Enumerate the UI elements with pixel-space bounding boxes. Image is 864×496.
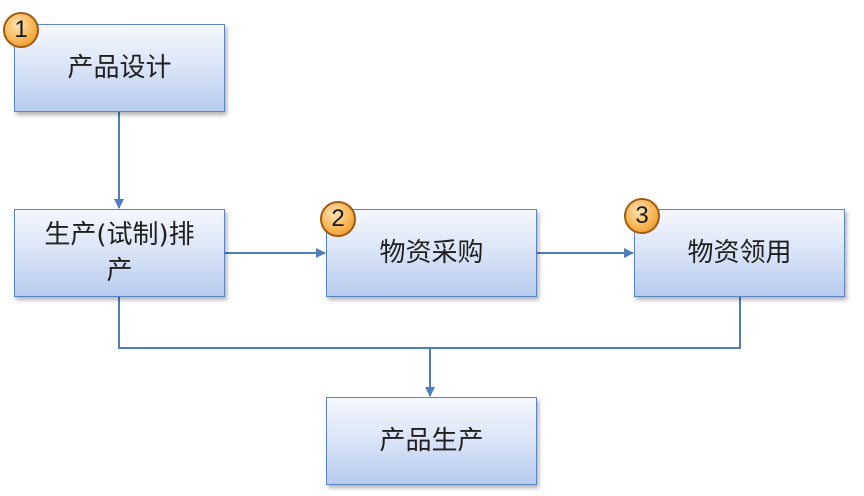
node-production-schedule-label: 生产(试制)排产 bbox=[44, 220, 195, 286]
step-badge-3-number: 3 bbox=[635, 202, 649, 229]
node-material-requisition: 物资领用 bbox=[634, 209, 845, 297]
node-production-schedule: 生产(试制)排产 bbox=[14, 209, 225, 297]
node-material-requisition-label: 物资领用 bbox=[687, 238, 792, 268]
step-badge-1: 1 bbox=[3, 12, 39, 48]
node-product-design-label: 产品设计 bbox=[67, 53, 172, 83]
step-badge-2: 2 bbox=[320, 201, 356, 237]
node-product-production: 产品生产 bbox=[326, 397, 537, 485]
edge-schedule-to-merge bbox=[118, 297, 430, 349]
step-badge-2-number: 2 bbox=[331, 205, 345, 232]
node-product-production-label: 产品生产 bbox=[379, 426, 484, 456]
edge-requisition-to-merge bbox=[430, 297, 741, 349]
node-material-purchase-label: 物资采购 bbox=[379, 238, 484, 268]
node-product-design: 产品设计 bbox=[14, 24, 225, 112]
node-material-purchase: 物资采购 bbox=[326, 209, 537, 297]
step-badge-1-number: 1 bbox=[14, 16, 28, 43]
step-badge-3: 3 bbox=[624, 198, 660, 234]
